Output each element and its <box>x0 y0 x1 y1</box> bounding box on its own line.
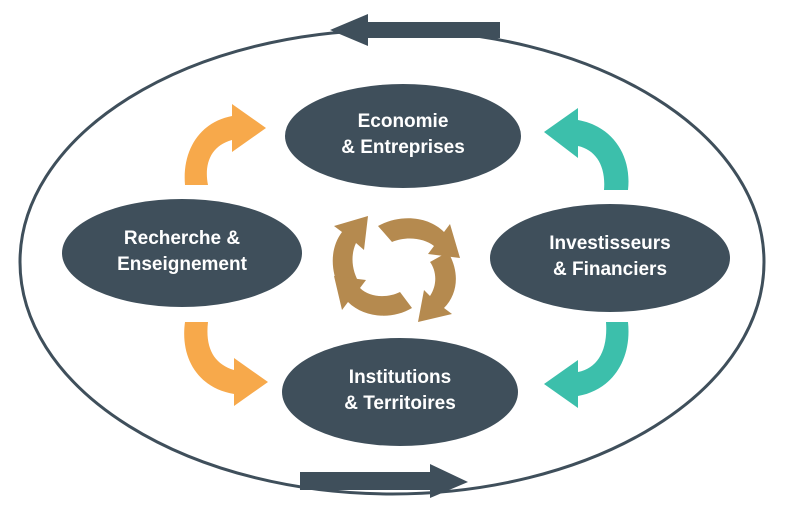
node-right-line2: & Financiers <box>553 259 667 280</box>
node-recherche-enseignement: Recherche & Enseignement <box>62 199 302 307</box>
teal-arrow-down-icon <box>544 322 629 408</box>
node-left-line2: Enseignement <box>117 254 248 275</box>
node-bottom-line1: Institutions <box>349 367 451 388</box>
outer-top-arrow-left-icon <box>330 14 500 46</box>
node-economie-entreprises: Economie & Entreprises <box>285 84 521 188</box>
node-top-line2: & Entreprises <box>341 137 465 158</box>
outer-bottom-arrow-right-icon <box>300 464 468 498</box>
node-right-line1: Investisseurs <box>549 233 670 254</box>
center-recycle-cycle-icon <box>332 216 460 322</box>
node-investisseurs-financiers: Investisseurs & Financiers <box>490 204 730 312</box>
node-bottom-line2: & Territoires <box>344 393 456 414</box>
node-institutions-territoires: Institutions & Territoires <box>282 338 518 446</box>
orange-arrow-down-icon <box>184 322 268 406</box>
teal-arrow-up-icon <box>544 108 629 190</box>
orange-arrow-up-icon <box>184 104 266 185</box>
node-top-line1: Economie <box>358 111 449 132</box>
node-left-line1: Recherche & <box>124 228 240 249</box>
